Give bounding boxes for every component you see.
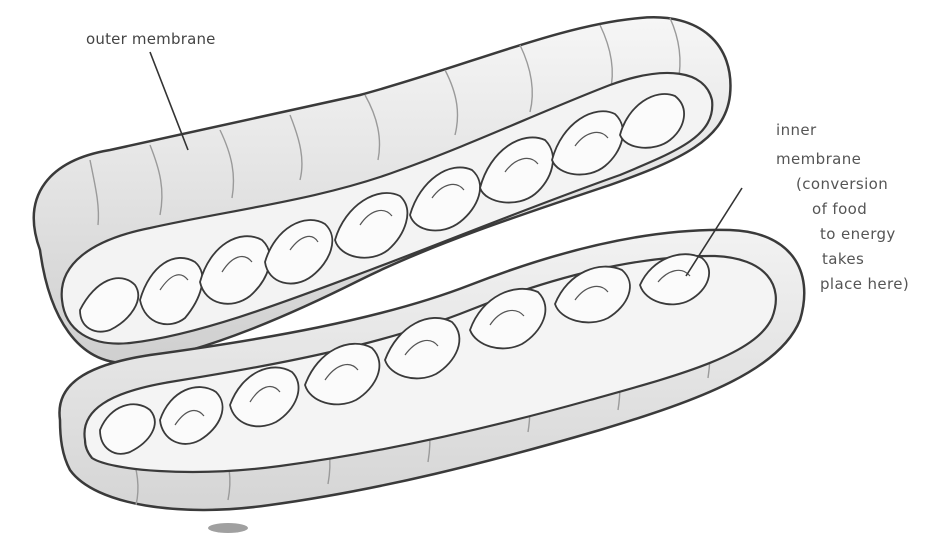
outer-membrane-leader-line	[150, 52, 188, 150]
inner-membrane-label-line: of food	[812, 200, 867, 218]
inner-membrane-label-line: membrane	[776, 150, 861, 168]
inner-membrane-label-line: (conversion	[796, 175, 888, 193]
inner-membrane-label-line: place here)	[820, 275, 909, 293]
outer-membrane-label: outer membrane	[86, 30, 216, 48]
ink-smudge	[208, 523, 248, 533]
inner-membrane-label-line: to energy	[820, 225, 896, 243]
inner-membrane-label-line: inner	[776, 121, 817, 139]
inner-membrane-label-line: takes	[822, 250, 864, 268]
